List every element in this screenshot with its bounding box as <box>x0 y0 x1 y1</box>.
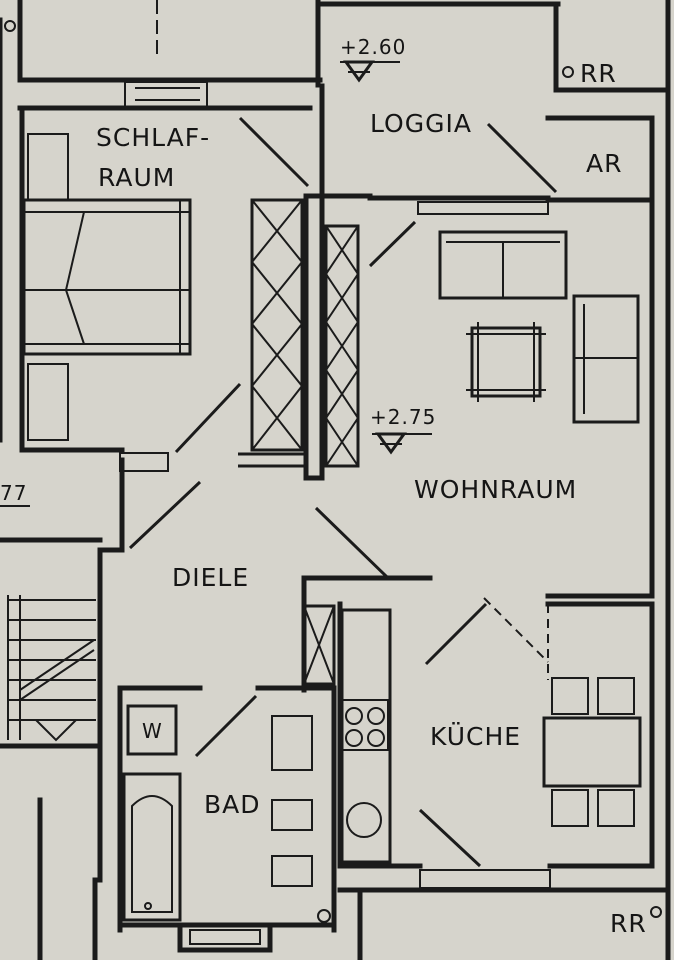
rr-bottom-circle <box>650 906 662 918</box>
room-label-wohnraum: WOHNRAUM <box>414 475 577 504</box>
bath-fittings <box>122 704 331 923</box>
rr-top-label: RR <box>580 59 617 88</box>
room-label-bad: BAD <box>204 790 261 819</box>
wardrobes <box>238 198 360 686</box>
room-label-diele: DIELE <box>172 563 249 592</box>
level-left-partial: 77 <box>0 481 27 505</box>
room-label-kueche: KÜCHE <box>430 722 521 751</box>
room-label-schlafraum-2: RAUM <box>98 163 175 192</box>
bed <box>22 133 192 441</box>
living-furniture <box>438 230 640 424</box>
door-swings <box>128 116 558 868</box>
rr-top-circle <box>562 66 574 78</box>
corner-circle <box>4 20 16 32</box>
level-wohnraum: +2.75 <box>370 405 436 429</box>
room-label-schlafraum-1: SCHLAF- <box>96 123 210 152</box>
room-label-ar: AR <box>586 149 622 178</box>
level-markers <box>0 60 432 507</box>
level-loggia: +2.60 <box>340 35 406 59</box>
room-label-loggia: LOGGIA <box>370 109 472 138</box>
kitchen-fittings <box>340 604 642 864</box>
rr-bottom-label: RR <box>610 909 647 938</box>
room-label-w: W <box>142 719 163 743</box>
staircase <box>7 595 96 742</box>
windows <box>119 0 551 945</box>
